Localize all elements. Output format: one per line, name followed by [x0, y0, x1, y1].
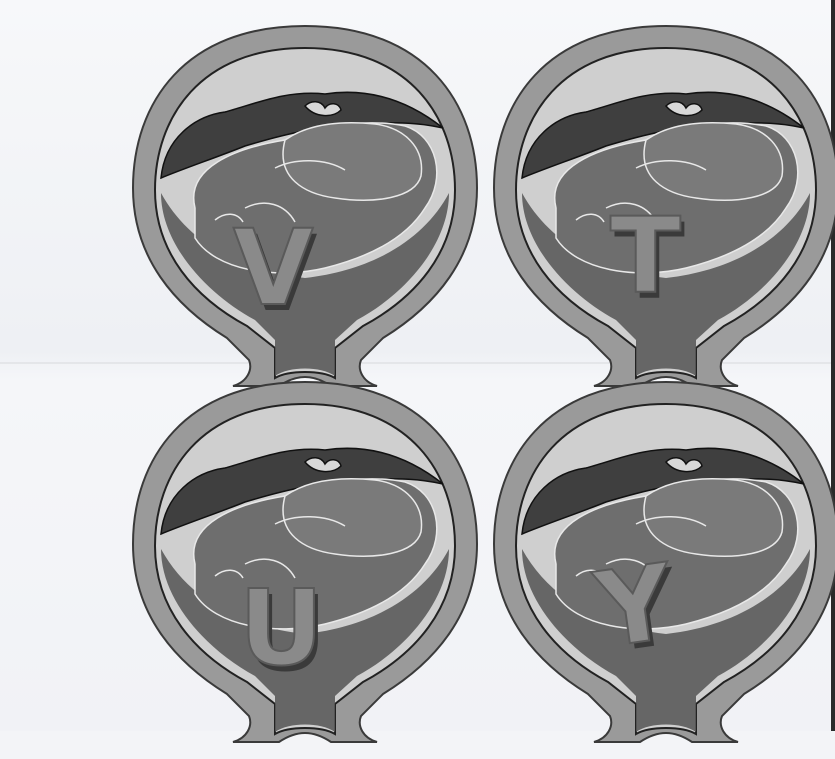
uterus-diagram: U U [125, 364, 485, 759]
uterus-diagram: Y Y [486, 364, 835, 759]
uterus-diagram-panel-u: U U [125, 364, 485, 759]
panel-letter: U [239, 567, 323, 689]
uterus-diagram-panel-t: T T [486, 8, 835, 403]
letter-marker: U U [239, 567, 327, 695]
letter-marker: T T [610, 195, 685, 323]
uterus-diagram-panel-v: V V [125, 8, 485, 403]
panel-letter: T [610, 195, 681, 317]
uterus-diagram: T T [486, 8, 835, 403]
uterus-diagram: V V [125, 8, 485, 403]
uterus-diagram-panel-y: Y Y [486, 364, 835, 759]
letter-marker: V V [233, 207, 318, 335]
panel-letter: V [233, 207, 314, 329]
scanned-figure: V V T [0, 0, 835, 731]
